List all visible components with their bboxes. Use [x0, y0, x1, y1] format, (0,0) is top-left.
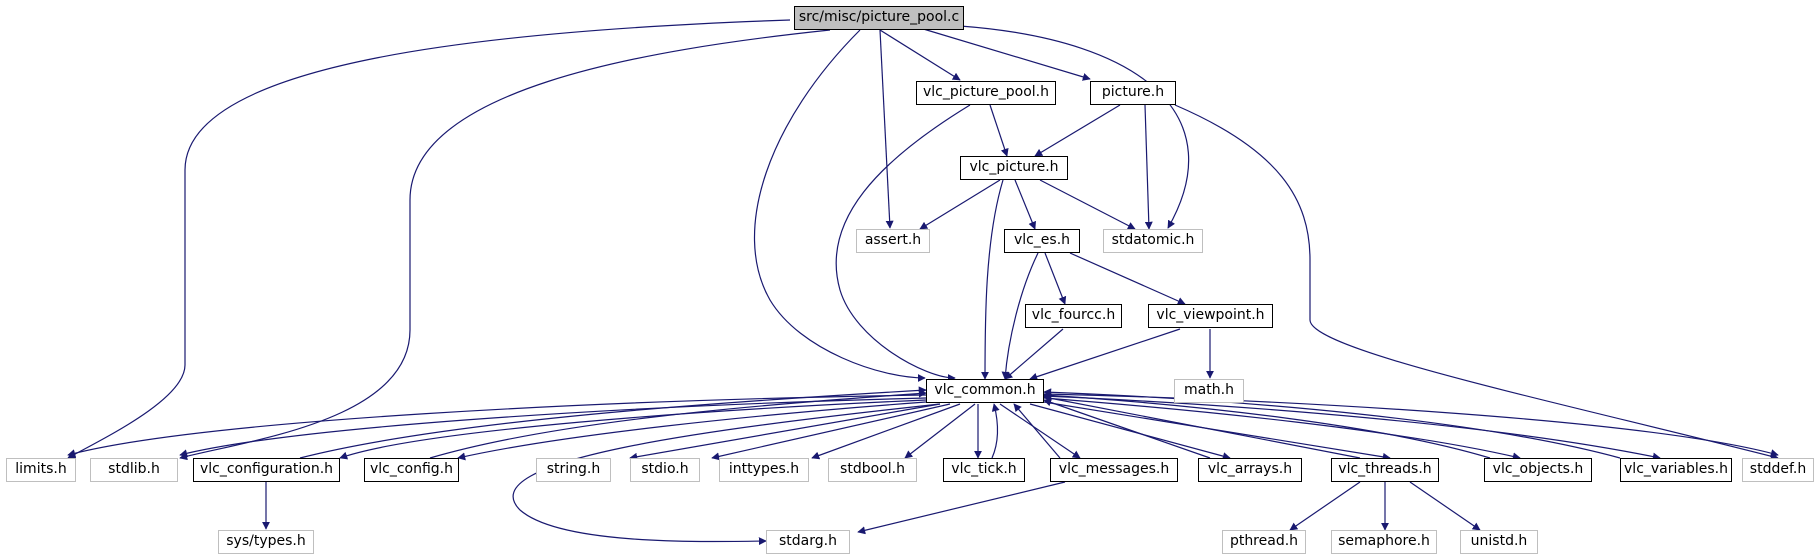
edge-vlc-common-h-to-limits-h: [67, 394, 927, 458]
node-picture-h[interactable]: picture.h: [1090, 81, 1176, 105]
edge-vlc-common-h-to-stdio-h: [711, 403, 951, 461]
node-stdatomic-h[interactable]: stdatomic.h: [1103, 229, 1203, 253]
node-vlc-threads-h[interactable]: vlc_threads.h: [1331, 458, 1439, 482]
node-vlc-arrays-h[interactable]: vlc_arrays.h: [1198, 458, 1302, 482]
node-inttypes-h[interactable]: inttypes.h: [719, 458, 809, 482]
edge-vlc-messages-h-to-stdarg-h: [857, 481, 1066, 535]
edge-picture-pool-c-to-vlc-common-h: [753, 29, 926, 382]
edge-vlc-picture-pool-h-to-vlc-picture-h: [989, 104, 1009, 157]
node-vlc-viewpoint-h[interactable]: vlc_viewpoint.h: [1148, 304, 1273, 328]
edge-vlc-messages-h-to-vlc-common-h: [1013, 403, 1061, 459]
edge-picture-pool-c-to-limits-h: [67, 19, 791, 459]
edge-picture-h-to-stddef-h: [1174, 104, 1779, 461]
node-pthread-h[interactable]: pthread.h: [1222, 530, 1306, 554]
edge-vlc-common-h-to-vlc-objects-h: [1043, 397, 1521, 461]
edge-vlc-tick-h-to-vlc-common-h: [991, 403, 1000, 459]
edge-vlc-objects-h-to-vlc-common-h: [1043, 391, 1491, 459]
edge-picture-h-to-stdatomic-h: [1144, 104, 1153, 230]
node-vlc-objects-h[interactable]: vlc_objects.h: [1484, 458, 1592, 482]
edge-vlc-common-h-to-stdlib-h: [179, 397, 927, 458]
edge-picture-pool-c-to-vlc-picture-pool-h: [879, 29, 961, 81]
edge-vlc-common-h-to-inttypes-h: [811, 403, 961, 460]
edge-vlc-picture-h-to-stdatomic-h: [1039, 179, 1136, 230]
edge-vlc-es-h-to-vlc-fourcc-h: [1044, 252, 1067, 305]
edge-picture-pool-c-to-assert-h: [879, 29, 894, 229]
edge-vlc-common-h-to-stdarg-h: [512, 403, 941, 546]
edge-vlc-config-h-to-vlc-common-h: [429, 389, 927, 459]
node-semaphore-h[interactable]: semaphore.h: [1331, 530, 1437, 554]
edge-vlc-common-h-to-vlc-variables-h: [1043, 395, 1661, 461]
node-stdlib-h[interactable]: stdlib.h: [90, 458, 178, 482]
node-vlc-fourcc-h[interactable]: vlc_fourcc.h: [1025, 304, 1122, 328]
node-stdio-h[interactable]: stdio.h: [630, 458, 700, 482]
edge-vlc-es-h-to-vlc-common-h: [1001, 252, 1039, 380]
edge-vlc-fourcc-h-to-vlc-common-h: [1004, 328, 1064, 380]
edge-vlc-common-h-to-vlc-arrays-h: [1029, 403, 1231, 460]
edge-vlc-picture-h-to-assert-h: [919, 179, 1001, 230]
edge-vlc-variables-h-to-vlc-common-h: [1043, 388, 1621, 459]
edge-vlc-common-h-to-vlc-configuration-h: [339, 399, 927, 460]
edge-vlc-picture-pool-h-to-vlc-common-h: [835, 104, 971, 382]
node-stdarg-h[interactable]: stdarg.h: [766, 530, 850, 554]
node-vlc-messages-h[interactable]: vlc_messages.h: [1050, 458, 1178, 482]
edge-picture-pool-c-to-picture-h: [919, 27, 1091, 81]
node-vlc-variables-h[interactable]: vlc_variables.h: [1620, 458, 1732, 482]
node-vlc-tick-h[interactable]: vlc_tick.h: [943, 458, 1025, 482]
node-stddef-h[interactable]: stddef.h: [1742, 458, 1814, 482]
node-vlc-picture-h[interactable]: vlc_picture.h: [960, 156, 1068, 180]
node-vlc-picture-pool-h[interactable]: vlc_picture_pool.h: [916, 81, 1056, 105]
node-vlc-common-h[interactable]: vlc_common.h: [926, 379, 1044, 403]
node-picture-pool-c[interactable]: src/misc/picture_pool.c: [794, 6, 964, 30]
node-math-h[interactable]: math.h: [1174, 379, 1244, 403]
edge-vlc-threads-h-to-vlc-common-h: [1043, 394, 1361, 459]
node-vlc-configuration-h[interactable]: vlc_configuration.h: [193, 458, 340, 482]
node-unistd-h[interactable]: unistd.h: [1460, 530, 1538, 554]
edge-picture-h-to-vlc-picture-h: [1034, 104, 1121, 157]
edge-vlc-viewpoint-h-to-vlc-common-h: [1029, 328, 1181, 381]
node-vlc-config-h[interactable]: vlc_config.h: [364, 458, 459, 482]
edge-vlc-arrays-h-to-vlc-common-h: [1043, 398, 1211, 459]
edge-vlc-threads-h-to-pthread-h: [1289, 481, 1361, 531]
edge-vlc-configuration-h-to-vlc-common-h: [299, 386, 927, 459]
edge-picture-pool-c-to-stdlib-h: [179, 29, 831, 461]
node-vlc-es-h[interactable]: vlc_es.h: [1004, 229, 1080, 253]
edge-vlc-threads-h-to-unistd-h: [1409, 481, 1481, 531]
edge-vlc-common-h-to-vlc-config-h: [457, 401, 927, 461]
edge-vlc-picture-h-to-vlc-common-h: [981, 179, 1004, 380]
edge-vlc-common-h-to-stdbool-h: [904, 403, 976, 459]
edge-vlc-common-h-to-string-h: [629, 403, 941, 461]
edge-vlc-common-h-to-vlc-messages-h: [999, 403, 1081, 459]
node-sys-types-h[interactable]: sys/types.h: [218, 530, 314, 554]
node-stdbool-h[interactable]: stdbool.h: [828, 458, 917, 482]
node-limits-h[interactable]: limits.h: [6, 458, 76, 482]
edge-vlc-es-h-to-vlc-viewpoint-h: [1069, 252, 1186, 305]
node-string-h[interactable]: string.h: [536, 458, 611, 482]
node-assert-h[interactable]: assert.h: [856, 229, 930, 253]
edge-vlc-picture-h-to-vlc-es-h: [1014, 179, 1036, 230]
